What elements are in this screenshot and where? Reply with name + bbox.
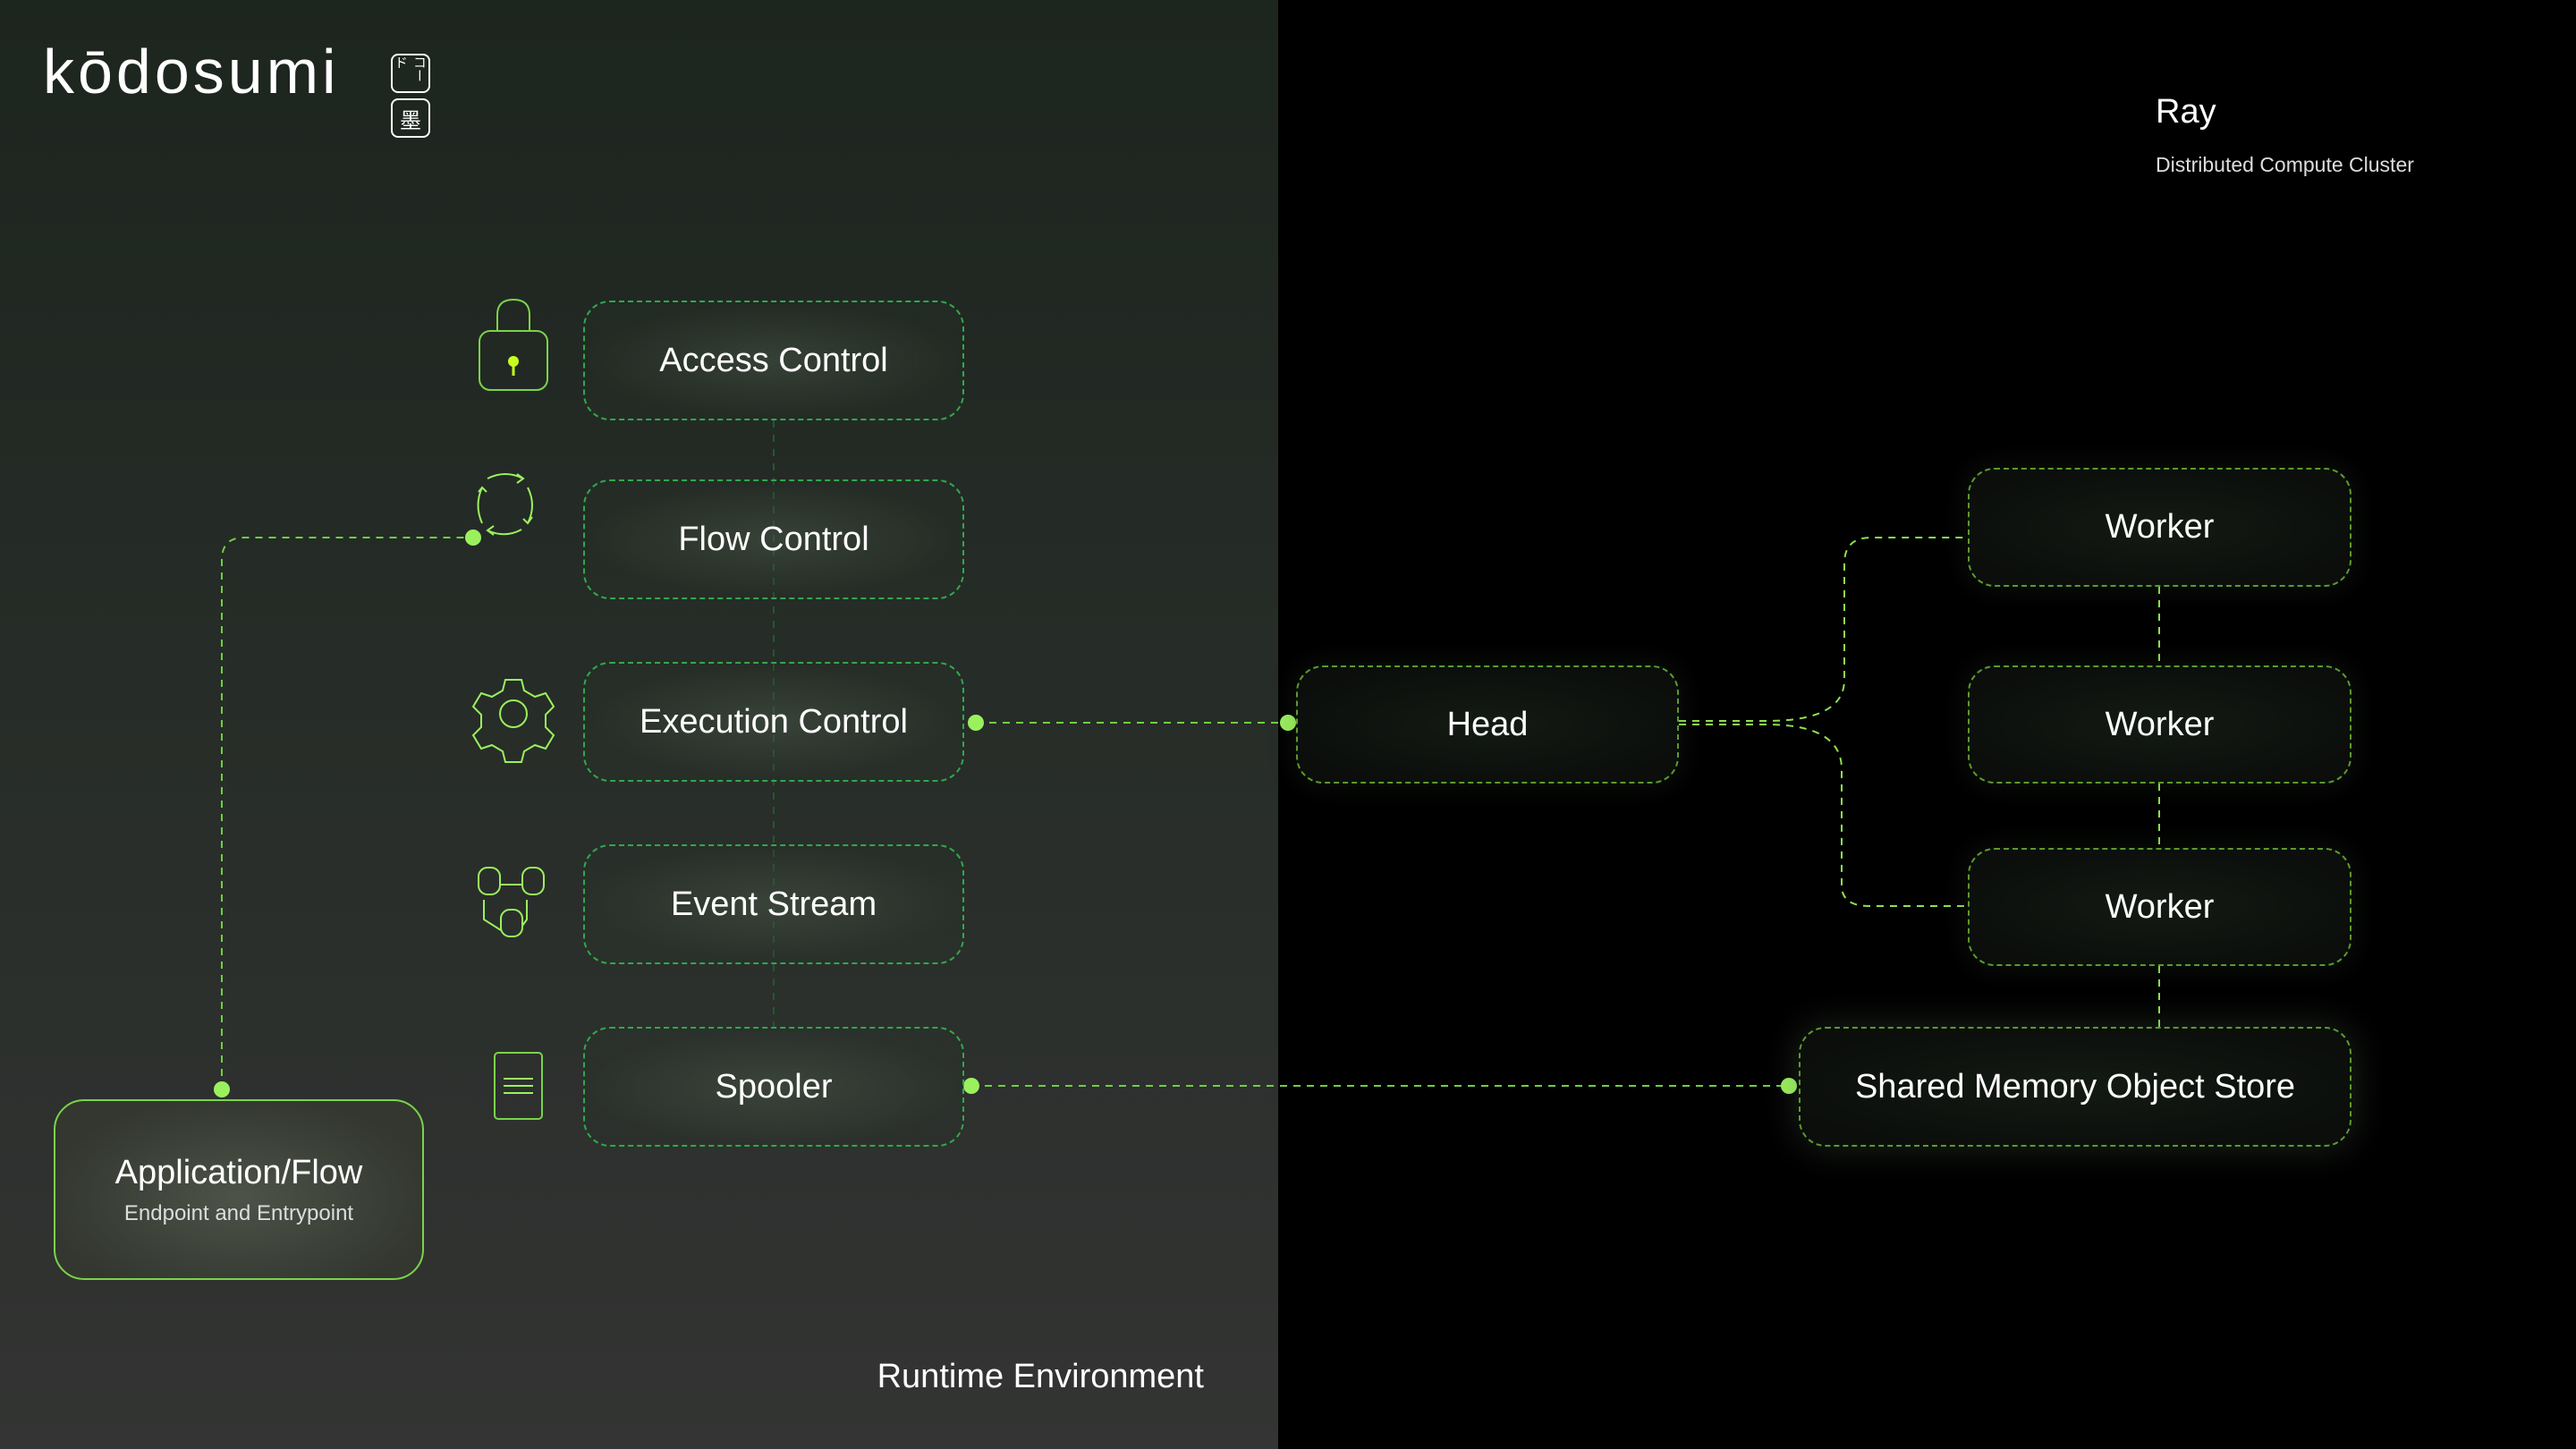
access-control-label: Access Control <box>659 341 888 379</box>
application-title: Application/Flow <box>114 1153 363 1191</box>
spooler-label: Spooler <box>715 1067 833 1106</box>
access-control-box[interactable]: Access Control <box>583 301 964 420</box>
execution-control-box[interactable]: Execution Control <box>583 662 964 782</box>
application-flow-box[interactable]: Application/Flow Endpoint and Entrypoint <box>54 1099 424 1280</box>
sumi-stamp: 墨 <box>391 98 430 138</box>
application-subtitle: Endpoint and Entrypoint <box>123 1200 354 1225</box>
code-stamp: コード <box>391 54 430 93</box>
worker-box[interactable]: Worker <box>1968 665 2351 784</box>
ray-title: Ray <box>2156 93 2216 131</box>
kodosumi-logo: kōdosumi <box>43 37 340 106</box>
spooler-box[interactable]: Spooler <box>583 1027 964 1147</box>
event-stream-box[interactable]: Event Stream <box>583 844 964 964</box>
worker-box[interactable]: Worker <box>1968 468 2351 587</box>
worker-label: Worker <box>2105 705 2215 743</box>
worker-label: Worker <box>2105 508 2215 546</box>
event-stream-label: Event Stream <box>670 885 877 923</box>
shared-memory-object-store-box[interactable]: Shared Memory Object Store <box>1799 1027 2351 1147</box>
flow-control-label: Flow Control <box>678 520 869 558</box>
ray-subtitle: Distributed Compute Cluster <box>2156 153 2414 176</box>
worker-label: Worker <box>2105 887 2215 926</box>
runtime-environment-label: Runtime Environment <box>877 1358 1204 1395</box>
worker-box[interactable]: Worker <box>1968 848 2351 966</box>
head-node-box[interactable]: Head <box>1296 665 1679 784</box>
head-label: Head <box>1446 705 1529 743</box>
object-store-label: Shared Memory Object Store <box>1854 1067 2296 1106</box>
flow-control-box[interactable]: Flow Control <box>583 479 964 599</box>
execution-control-label: Execution Control <box>640 702 908 741</box>
